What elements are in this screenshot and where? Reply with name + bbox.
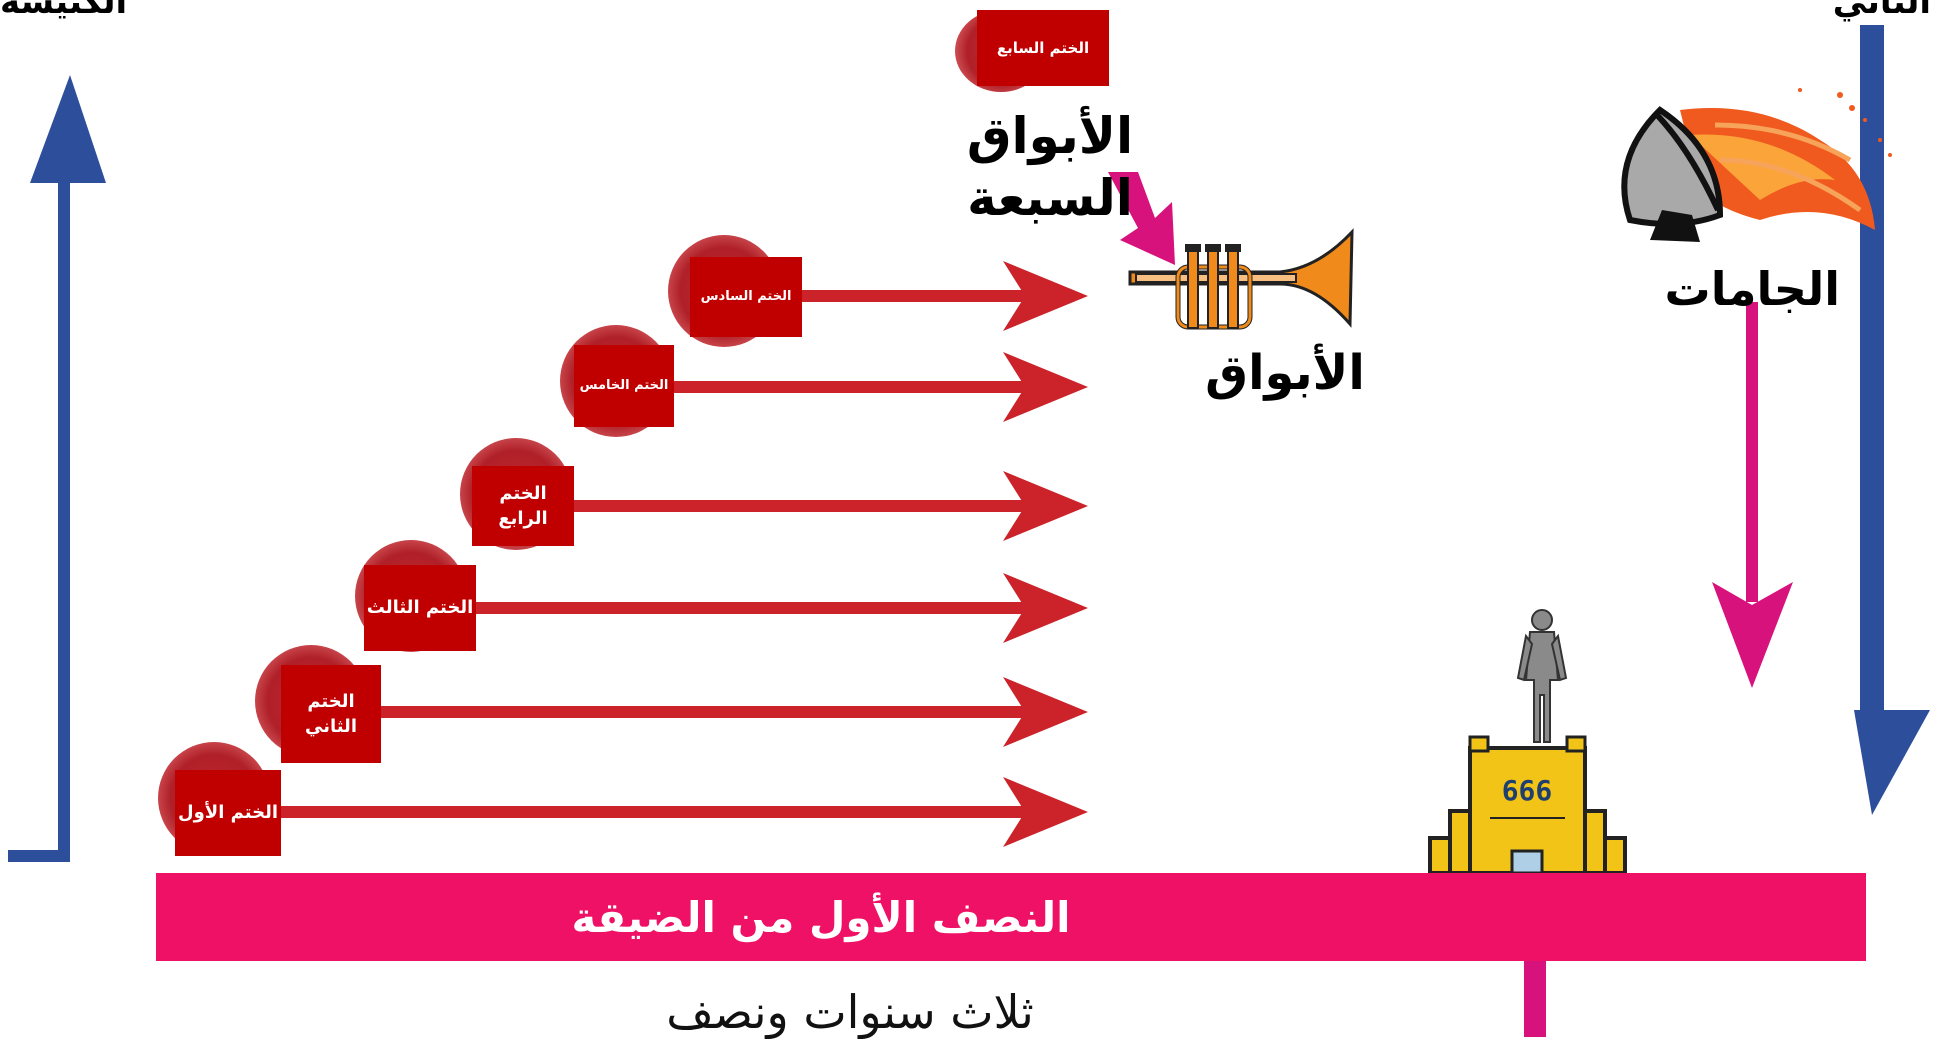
seal-arrows [235,261,1088,847]
trumpets-label: الأبواق [1205,345,1365,401]
seal-3-label: الختم الثالث [364,565,476,651]
statue-icon [1516,609,1568,743]
seventh-seal-to-trumpets-arrow [1108,172,1175,265]
seal-4-label: الختم الرابع [472,466,574,546]
trumpet-icon [1128,228,1354,330]
seal-arrow-2 [330,677,1088,747]
seal-arrow-1 [235,777,1088,847]
seal-5-label: الختم الخامس [574,345,674,427]
building-icon: 666 [1428,735,1627,875]
church-up-arrow [8,75,106,862]
seal-2-label: الختم الثاني [281,665,381,763]
seal-arrow-5 [660,352,1088,422]
image-number: 666 [1502,774,1553,807]
seal-arrow-4 [555,471,1088,541]
bowls-label: الجامات [1664,262,1840,316]
seal-1-label: الختم الأول [175,770,281,856]
second-coming-label: الثاني [1832,0,1931,22]
seal-arrow-6 [775,261,1088,331]
tribulation-band-label: النصف الأول من الضيقة [571,892,1071,942]
bowl-icon [1621,88,1892,242]
seal-6-label: الختم السادس [690,257,802,337]
band-tick [1524,961,1546,1037]
seal-7-label: الختم السابع [977,10,1109,86]
bowls-down-arrow [1712,302,1793,688]
church-label: الكنيسة [0,0,128,22]
duration-label: ثلاث سنوات ونصف [666,985,1034,1039]
second-coming-down-arrow [1854,25,1930,815]
tribulation-first-half-band: النصف الأول من الضيقة [156,873,1866,961]
seven-trumpets-heading: الأبواق السبعة [966,107,1134,227]
seal-arrow-3 [440,573,1088,643]
